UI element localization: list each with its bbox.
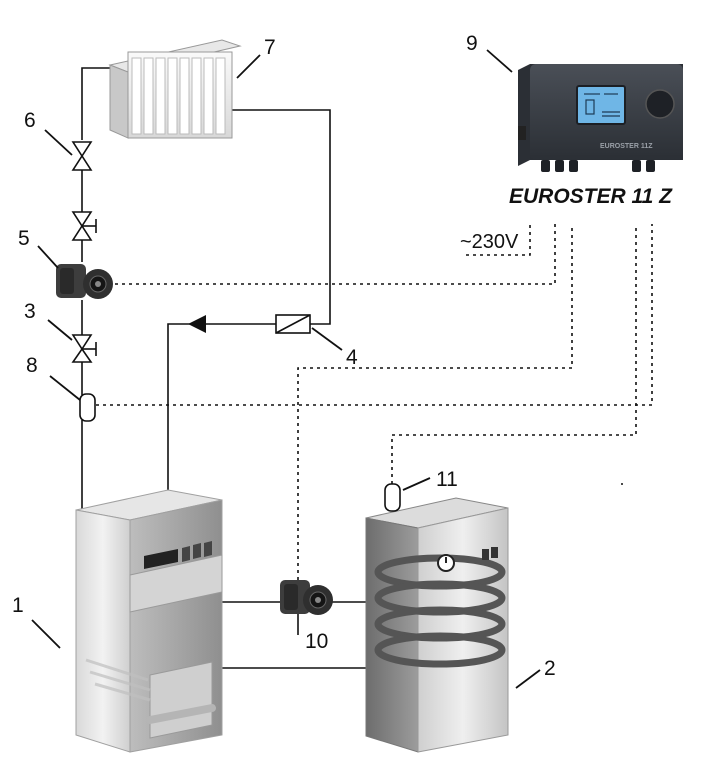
callout-2: 2 bbox=[544, 657, 556, 680]
callout-4: 4 bbox=[346, 346, 358, 369]
signal-wires bbox=[96, 224, 653, 580]
controller-knob bbox=[645, 89, 675, 119]
callout-leaders bbox=[31, 49, 541, 689]
boiler bbox=[75, 489, 223, 753]
callout-5: 5 bbox=[18, 227, 30, 250]
callout-11: 11 bbox=[436, 468, 458, 491]
wire-power bbox=[466, 224, 531, 256]
pipe-boiler-supply bbox=[167, 323, 276, 490]
controller-lcd bbox=[576, 85, 626, 125]
check-valve bbox=[71, 211, 97, 241]
callout-3: 3 bbox=[24, 300, 36, 323]
valve-3 bbox=[71, 334, 97, 363]
callout-numbers: 1 2 3 4 5 6 7 8 9 10 11 bbox=[12, 32, 556, 680]
callout-8: 8 bbox=[26, 354, 38, 377]
boiler-control-panel bbox=[144, 541, 212, 569]
sensor-11 bbox=[384, 483, 401, 512]
radiator bbox=[108, 39, 242, 139]
pipes bbox=[81, 67, 368, 669]
callout-1: 1 bbox=[12, 594, 24, 617]
wire-sensor11 bbox=[391, 224, 637, 484]
power-label: ~230V bbox=[460, 231, 519, 253]
wire-pump10 bbox=[297, 224, 573, 580]
pipe-radiator-left bbox=[81, 67, 110, 140]
pipe-radiator-right bbox=[232, 109, 331, 325]
wire-sensor8 bbox=[96, 224, 653, 406]
flow-arrow bbox=[188, 315, 206, 333]
sensor-8 bbox=[79, 393, 96, 422]
heat-exchanger-4 bbox=[275, 314, 311, 334]
callout-10: 10 bbox=[305, 630, 328, 653]
pump-5 bbox=[56, 264, 113, 299]
valve-6 bbox=[71, 141, 93, 171]
callout-9: 9 bbox=[466, 32, 478, 55]
callout-6: 6 bbox=[24, 109, 36, 132]
pump-10 bbox=[280, 580, 333, 635]
tank-coil bbox=[374, 554, 506, 668]
controller: EUROSTER 11Z bbox=[518, 64, 683, 172]
hot-water-tank bbox=[365, 497, 509, 753]
stray-dot bbox=[621, 483, 623, 485]
controller-model-label: EUROSTER 11 Z bbox=[509, 185, 673, 208]
controller-panel-brand: EUROSTER 11Z bbox=[600, 143, 653, 150]
callout-7: 7 bbox=[264, 36, 276, 59]
cable-glands bbox=[541, 160, 655, 172]
